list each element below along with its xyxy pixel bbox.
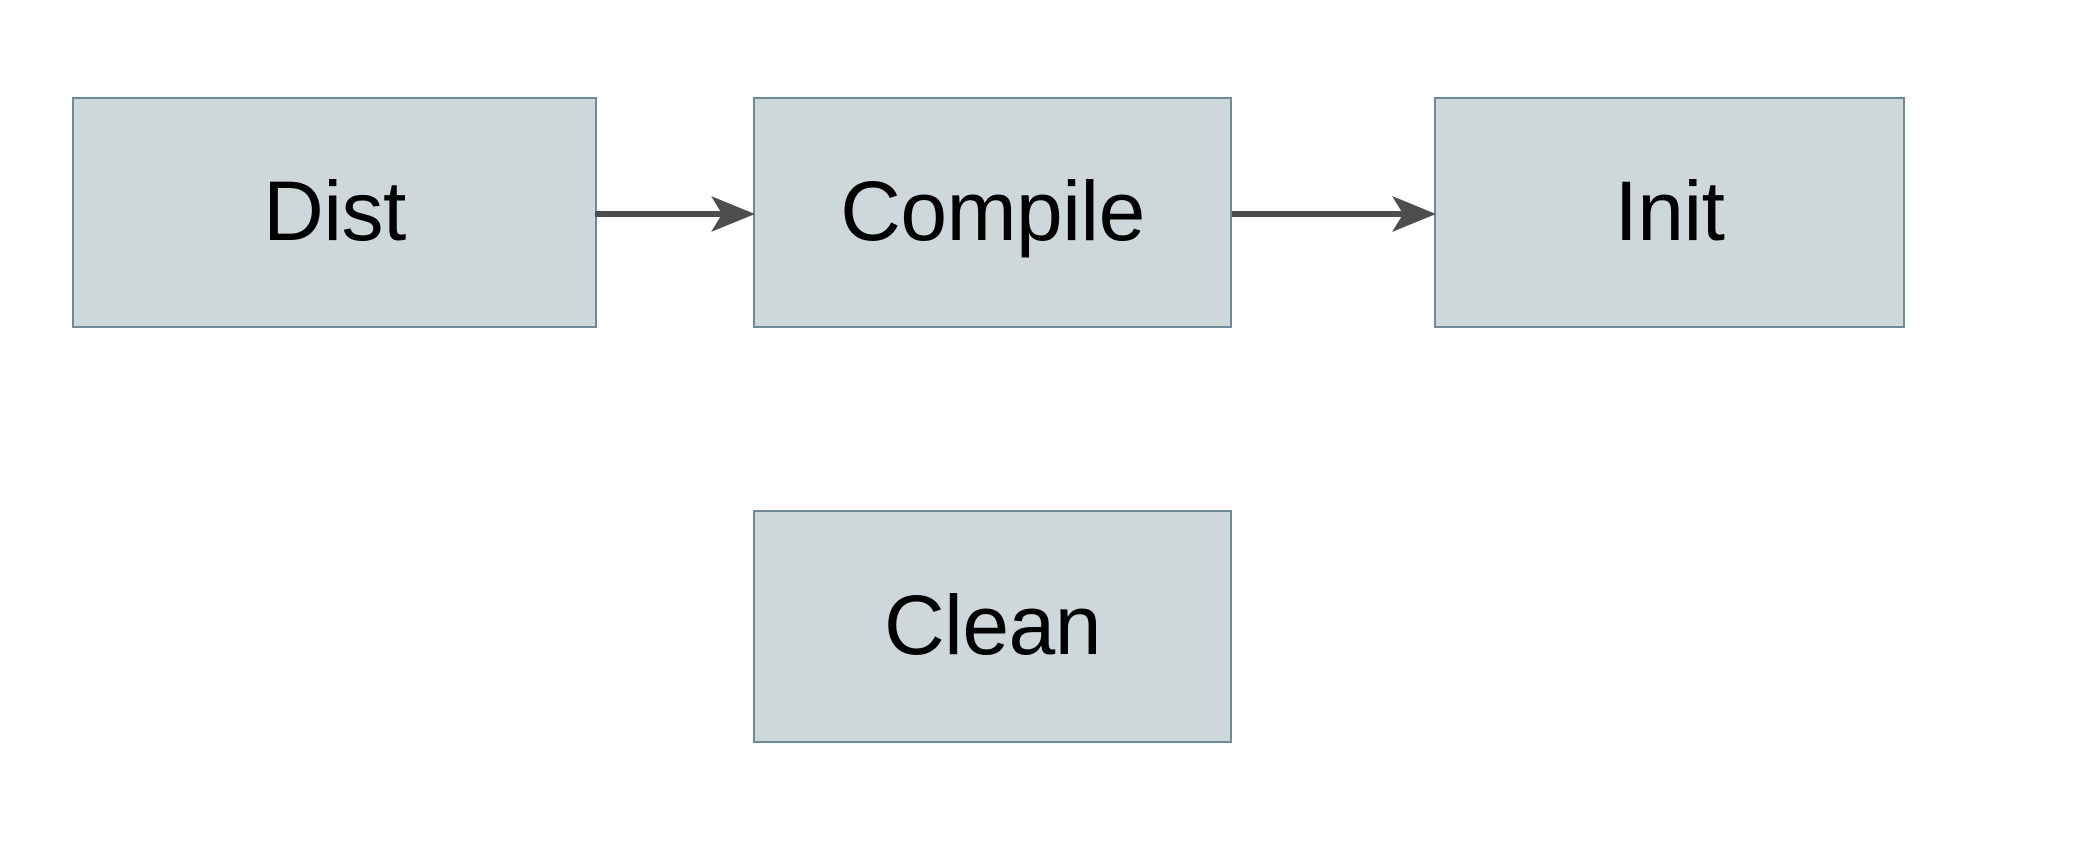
node-compile[interactable]: Compile — [753, 97, 1232, 328]
node-dist[interactable]: Dist — [72, 97, 597, 328]
edge-compile-to-init[interactable] — [1232, 193, 1436, 235]
node-clean[interactable]: Clean — [753, 510, 1232, 743]
node-init[interactable]: Init — [1434, 97, 1905, 328]
node-init-label: Init — [1614, 163, 1725, 258]
edge-dist-to-compile[interactable] — [595, 193, 755, 235]
node-clean-label: Clean — [884, 577, 1101, 672]
node-dist-label: Dist — [263, 163, 406, 258]
node-compile-label: Compile — [840, 163, 1145, 258]
